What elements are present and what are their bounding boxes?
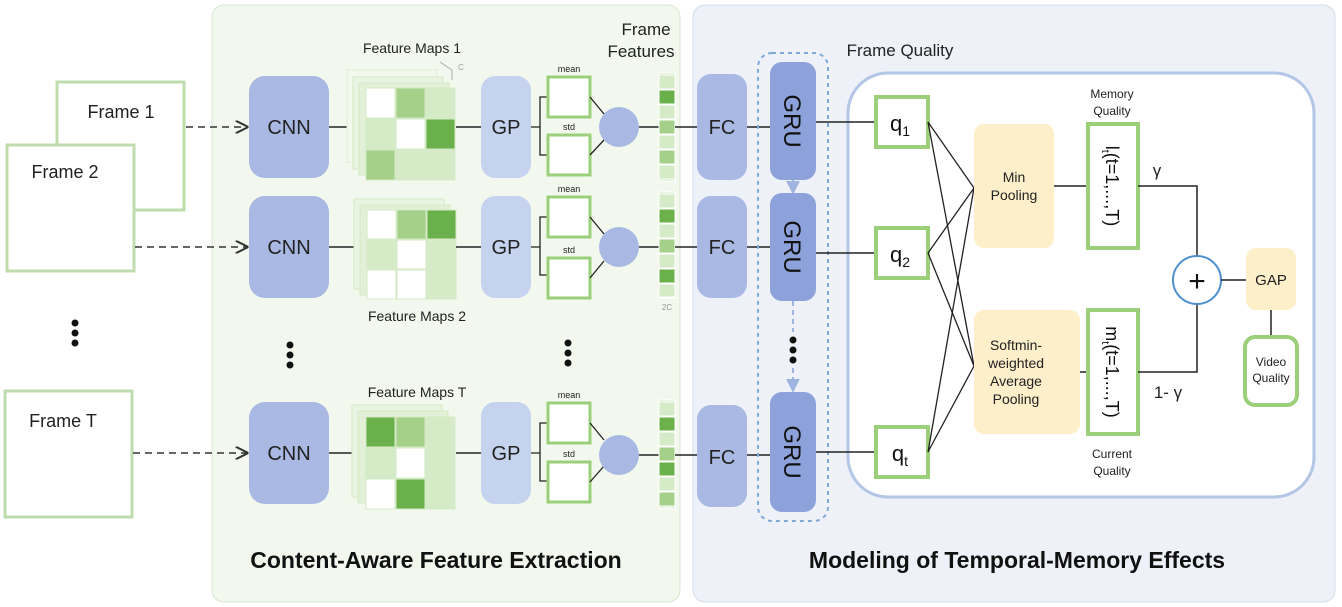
- gp-label-1: GP: [492, 117, 521, 139]
- std-label-1: std: [563, 122, 575, 132]
- memory-quality-label-l2: Quality: [1093, 104, 1130, 118]
- fc-block-2: [697, 196, 747, 298]
- frame-features-label-l2: Features: [607, 42, 674, 61]
- gap-label: GAP: [1255, 272, 1287, 289]
- gru-label-1: GRU: [778, 94, 805, 147]
- one-minus-gamma-path: [1138, 304, 1198, 373]
- section-title-left: Content-Aware Feature Extraction: [250, 547, 621, 573]
- gru-block-t: [770, 392, 816, 512]
- std-label-t: std: [563, 449, 575, 459]
- memory-quality-value: lt(t=1,...,T): [1099, 146, 1122, 227]
- fc-block-1: [697, 74, 747, 180]
- mean-label-2: mean: [558, 184, 581, 194]
- softmin-label-l1: Softmin-: [990, 337, 1042, 353]
- gp-label-2: GP: [492, 237, 521, 259]
- softmin-label-l2: weighted: [987, 355, 1044, 371]
- concat-node-2: [599, 227, 639, 267]
- pooling-connections: [927, 121, 975, 453]
- q1-label: q1: [890, 111, 910, 139]
- fc-label-t: FC: [709, 447, 736, 469]
- min-pooling-block: [974, 124, 1054, 248]
- current-quality-value: mt(t=1,...,T): [1099, 326, 1122, 418]
- feature-map-stack-t: [351, 404, 456, 510]
- gamma-path: [1138, 185, 1198, 256]
- current-quality-label-l1: Current: [1092, 447, 1133, 461]
- frame-2-box: [5, 143, 136, 273]
- gp-block-2: [481, 196, 531, 298]
- c-dim-label: C: [458, 63, 464, 72]
- feature-maps-t-label: Feature Maps T: [368, 384, 467, 400]
- cnn-label-t: CNN: [267, 443, 310, 465]
- gp-label-t: GP: [492, 443, 521, 465]
- frame-quality-label: Frame Quality: [847, 41, 954, 60]
- feature-maps-1-label: Feature Maps 1: [363, 40, 461, 56]
- std-box-2: [546, 256, 592, 300]
- mean-label-t: mean: [558, 390, 581, 400]
- video-quality-label-l1: Video: [1256, 355, 1287, 369]
- min-pooling-label-l1: Min: [1003, 169, 1026, 185]
- feature-map-stack-1: [346, 69, 456, 181]
- fc-label-1: FC: [709, 117, 736, 139]
- softmin-pooling-block: [974, 310, 1080, 434]
- pooling-ellipsis: [564, 339, 572, 367]
- frame-2-label: Frame 2: [31, 162, 98, 182]
- mean-box-1: [546, 75, 592, 119]
- concat-node-t: [599, 435, 639, 475]
- gru-ellipsis: [789, 336, 797, 364]
- two-c-dim-label: 2C: [662, 303, 672, 312]
- section-title-right: Modeling of Temporal-Memory Effects: [809, 547, 1225, 573]
- fc-label-2: FC: [709, 237, 736, 259]
- gru-block-2: [770, 193, 816, 301]
- gp-block-t: [481, 402, 531, 504]
- cnn-label-2: CNN: [267, 237, 310, 259]
- fc-block-t: [697, 405, 747, 507]
- concat-node-1: [599, 107, 639, 147]
- video-quality-box: [1243, 335, 1299, 407]
- frames-ellipsis: [71, 319, 79, 347]
- gru-label-2: GRU: [778, 220, 805, 273]
- frame-1-label: Frame 1: [87, 102, 154, 122]
- std-box-t: [546, 460, 592, 504]
- gap-block: [1246, 248, 1296, 310]
- gp-block-1: [481, 76, 531, 178]
- std-label-2: std: [563, 245, 575, 255]
- feature-map-stack-2: [353, 198, 457, 300]
- cnn-block-t: [249, 402, 329, 504]
- frame-features-label-l1: Frame: [621, 20, 670, 39]
- one-minus-gamma-label: 1- γ: [1154, 383, 1183, 402]
- cnn-block-2: [249, 196, 329, 298]
- gru-dashed-container: [757, 52, 829, 522]
- cnn-block-1: [249, 76, 329, 178]
- std-box-1: [546, 133, 592, 177]
- feature-vector-1: [658, 72, 676, 182]
- frame-t-label: Frame T: [29, 411, 97, 431]
- feature-maps-2-label: Feature Maps 2: [368, 308, 466, 324]
- gru-block-1: [770, 62, 816, 180]
- mean-box-t: [546, 401, 592, 445]
- softmin-label-l3: Average: [990, 373, 1042, 389]
- feature-vector-t: [658, 399, 676, 509]
- cnn-label-1: CNN: [267, 117, 310, 139]
- cnn-ellipsis: [286, 341, 294, 369]
- current-quality-label-l2: Quality: [1093, 464, 1130, 478]
- frame-t-box: [3, 389, 134, 519]
- video-quality-label-l2: Quality: [1252, 371, 1289, 385]
- gamma-label: γ: [1153, 161, 1162, 180]
- qt-label: qt: [892, 441, 908, 469]
- min-pooling-label-l2: Pooling: [991, 187, 1038, 203]
- current-quality-box: [1086, 308, 1140, 436]
- mean-label-1: mean: [558, 64, 581, 74]
- q2-label: q2: [890, 242, 910, 270]
- feature-vector-2: [658, 191, 676, 299]
- plus-icon: +: [1188, 265, 1206, 298]
- gru-label-t: GRU: [778, 425, 805, 478]
- mean-box-2: [546, 195, 592, 239]
- temporal-inner-panel: [846, 71, 1316, 499]
- memory-quality-label-l1: Memory: [1090, 87, 1133, 101]
- softmin-label-l4: Pooling: [993, 391, 1040, 407]
